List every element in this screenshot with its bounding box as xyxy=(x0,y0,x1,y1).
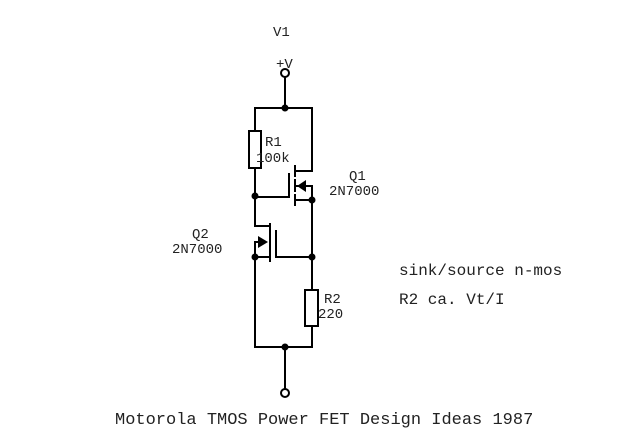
r1-value: 100k xyxy=(256,151,290,167)
footer-caption: Motorola TMOS Power FET Design Ideas 198… xyxy=(115,411,533,430)
supply-terminal[interactable] xyxy=(280,68,290,78)
node-top xyxy=(281,104,289,112)
r2-ref: R2 xyxy=(324,292,341,308)
q1-body-arrow-icon xyxy=(297,180,306,192)
q2-ref: Q2 xyxy=(192,227,209,243)
note-line-2: R2 ca. Vt/I xyxy=(399,291,505,309)
source-name: V1 xyxy=(273,25,290,41)
source-terminal-label: +V xyxy=(276,57,293,73)
q1-part: 2N7000 xyxy=(329,184,379,200)
q2-part: 2N7000 xyxy=(172,242,222,258)
r2-value: 220 xyxy=(318,307,343,323)
mosfet-q1[interactable] xyxy=(254,165,313,206)
resistor-r2[interactable] xyxy=(304,289,319,327)
q1-ref: Q1 xyxy=(349,169,366,185)
note-line-1: sink/source n-mos xyxy=(399,262,562,280)
output-terminal[interactable] xyxy=(280,388,290,398)
mosfet-q2[interactable] xyxy=(254,223,313,262)
r1-ref: R1 xyxy=(265,135,282,151)
